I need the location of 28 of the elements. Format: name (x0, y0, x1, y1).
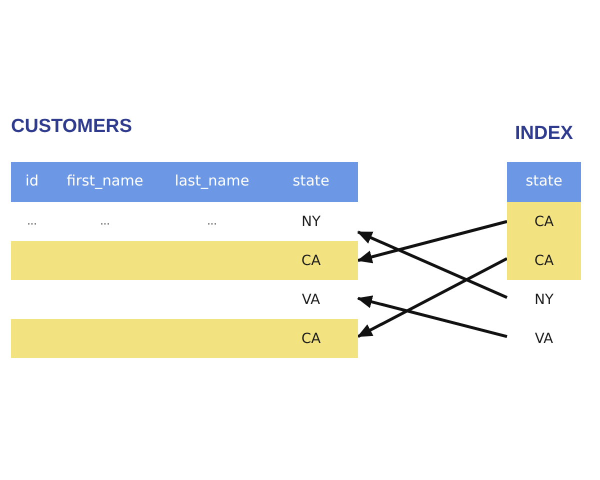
header-row (507, 162, 581, 202)
arrow (357, 257, 508, 338)
cell-value: CA (301, 330, 321, 347)
column-header: last_name (174, 174, 250, 190)
cell-value: ... (207, 216, 217, 228)
cell-value: CA (534, 252, 554, 269)
header-row (11, 162, 358, 202)
column-header: first_name (66, 174, 144, 190)
column-header: state (526, 174, 562, 190)
arrow (357, 220, 508, 264)
highlighted-row (507, 202, 581, 241)
arrow (357, 296, 508, 338)
arrow (357, 230, 508, 299)
cell-value: ... (100, 216, 110, 228)
cell-value: CA (301, 252, 321, 269)
highlighted-row (507, 241, 581, 280)
table-title: INDEX (515, 123, 574, 145)
cell-value: NY (301, 213, 321, 230)
highlighted-row (11, 319, 358, 358)
cell-value: VA (534, 330, 554, 347)
cell-value: NY (534, 291, 554, 308)
highlighted-row (11, 241, 358, 280)
cell-value: ... (27, 216, 37, 228)
table-title: CUSTOMERS (11, 116, 132, 138)
cell-value: VA (302, 291, 320, 308)
column-header: id (25, 174, 39, 190)
cell-value: CA (534, 213, 554, 230)
column-header: state (292, 174, 330, 190)
